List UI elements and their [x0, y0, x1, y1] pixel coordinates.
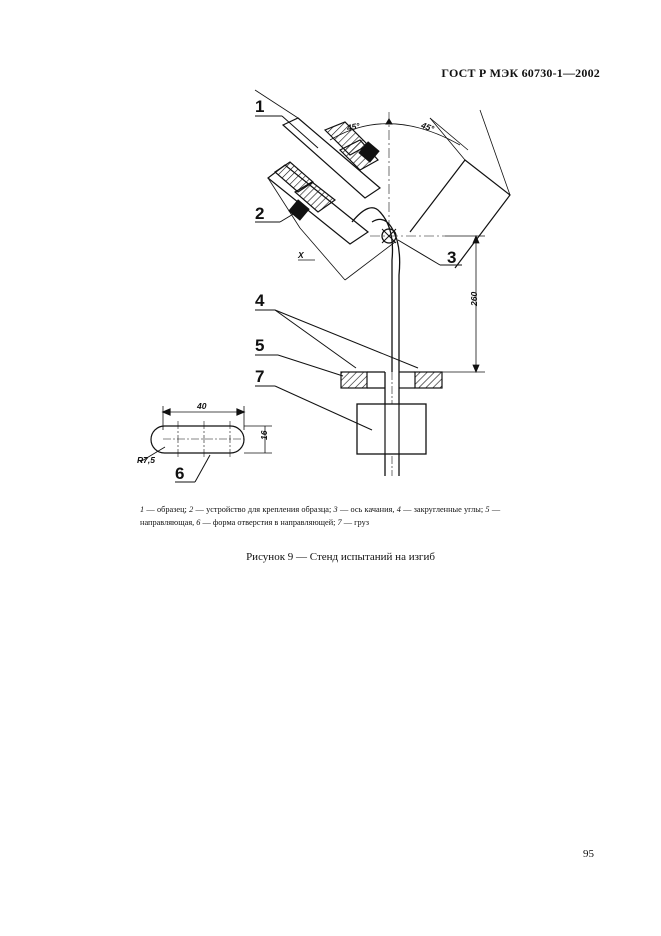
axis-x-label: X: [297, 250, 305, 260]
legend-text-3: ось качания,: [350, 505, 395, 514]
page-number: 95: [583, 848, 594, 860]
callout-1: 1: [255, 97, 264, 116]
bending-test-stand-figure: 260 45° 45° X 40 16 R7,5: [137, 89, 511, 483]
legend-num-2: 2: [189, 505, 194, 514]
clamp-position-right: [409, 109, 511, 269]
slot-length-label: 40: [196, 401, 207, 411]
specimen-clamp: [254, 89, 396, 281]
guide-plate: [340, 371, 443, 389]
legend-text-7: груз: [354, 518, 370, 527]
callout-3: 3: [447, 248, 456, 267]
weight: [356, 403, 427, 455]
angle-left-label: 45°: [345, 121, 361, 133]
callout-5: 5: [255, 336, 264, 355]
legend-text-6: форма отверстия в направляющей;: [212, 518, 336, 527]
legend-text-4: закругленные углы;: [413, 505, 484, 514]
callout-6: 6: [175, 464, 184, 483]
guide-slot-detail: [139, 406, 272, 463]
callout-leaders: [175, 115, 462, 483]
legend-num-4: 4: [396, 505, 401, 514]
height-dimension: [442, 234, 485, 374]
slot-width-label: 16: [259, 430, 269, 440]
callout-2: 2: [255, 204, 264, 223]
legend-num-3: 3: [333, 505, 338, 514]
callout-7: 7: [255, 367, 264, 386]
legend-text-1: образец;: [156, 505, 187, 514]
legend-num-5: 5: [485, 505, 490, 514]
document-header: ГОСТ Р МЭК 60730-1—2002: [441, 66, 600, 80]
height-dimension-label: 260: [469, 292, 479, 307]
legend-num-6: 6: [196, 518, 201, 527]
legend-text-5: направляющая,: [140, 518, 195, 527]
legend-num-7: 7: [337, 518, 342, 527]
figure-caption: Рисунок 9 — Стенд испытаний на изгиб: [0, 551, 661, 563]
legend-text-2: устройство для крепления образца;: [206, 505, 332, 514]
slot-radius-label: R7,5: [137, 455, 155, 465]
figure-caption-text: Рисунок 9 — Стенд испытаний на изгиб: [246, 551, 435, 563]
figure-legend: 1 — образец; 2 — устройство для креплени…: [140, 505, 501, 527]
angle-right-label: 45°: [419, 120, 436, 134]
callout-4: 4: [255, 291, 265, 310]
legend-num-1: 1: [140, 505, 145, 514]
specimen: [351, 207, 401, 372]
